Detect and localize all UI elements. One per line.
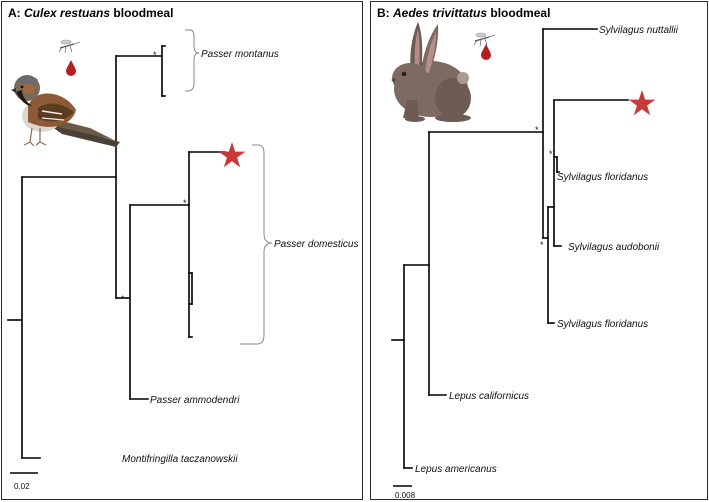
- blood-drop-icon: [66, 60, 76, 76]
- taxon-sylvilagus-floridanus: Sylvilagus floridanus: [557, 319, 648, 330]
- support-marker: *: [153, 50, 157, 60]
- rabbit-icon: [391, 22, 471, 122]
- sparrow-icon: [11, 75, 120, 147]
- panel-a-species: Culex restuans: [24, 6, 111, 20]
- bracket-montanus: [185, 29, 200, 92]
- taxon-montifringilla: Montifringilla taczanowskii: [122, 454, 238, 465]
- taxon-lepus-americanus: Lepus americanus: [415, 464, 497, 475]
- support-marker: *: [183, 198, 187, 208]
- panel-a-title: A: Culex restuans bloodmeal: [8, 6, 173, 20]
- panel-a-label: A:: [8, 6, 21, 20]
- taxon-lepus-californicus: Lepus californicus: [449, 391, 529, 402]
- match-star-icon: [628, 90, 656, 116]
- taxon-sylvilagus-audobonii: Sylvilagus audobonii: [568, 242, 660, 253]
- support-marker: *: [549, 149, 553, 159]
- panel-b-species: Aedes trivittatus: [393, 6, 488, 20]
- tree-a: * * * Passer montanus Passer domesticus …: [7, 29, 358, 491]
- scale-label: 0.008: [395, 491, 416, 500]
- taxon-sylvilagus-floridanus: Sylvilagus floridanus: [557, 172, 648, 183]
- match-star-icon: [218, 142, 246, 168]
- panel-a: A: Culex restuans bloodmeal: [1, 1, 363, 500]
- taxon-passer-domesticus: Passer domesticus: [274, 239, 358, 250]
- panel-b-label: B:: [377, 6, 390, 20]
- taxon-passer-ammodendri: Passer ammodendri: [150, 395, 240, 406]
- support-marker: *: [121, 294, 125, 304]
- panel-a-suffix: bloodmeal: [113, 6, 174, 20]
- taxon-sylvilagus-nuttallii: Sylvilagus nuttallii: [599, 25, 679, 36]
- tree-b-branches: [391, 28, 629, 469]
- mosquito-icon: [58, 39, 81, 54]
- tree-b: * * * Sylvilagus nuttallii Sylvilagus fl…: [391, 22, 679, 500]
- bracket-domesticus: [240, 144, 273, 345]
- panel-b-title: B: Aedes trivittatus bloodmeal: [377, 6, 550, 20]
- support-marker: *: [535, 125, 539, 135]
- taxon-passer-montanus: Passer montanus: [201, 49, 279, 60]
- panel-b: B: Aedes trivittatus bloodmeal *: [370, 1, 708, 500]
- scale-label: 0.02: [14, 482, 30, 491]
- blood-drop-icon: [481, 44, 491, 60]
- tree-a-branches: [7, 45, 226, 459]
- mosquito-icon: [473, 32, 496, 47]
- panel-b-suffix: bloodmeal: [490, 6, 551, 20]
- support-marker: *: [540, 240, 544, 250]
